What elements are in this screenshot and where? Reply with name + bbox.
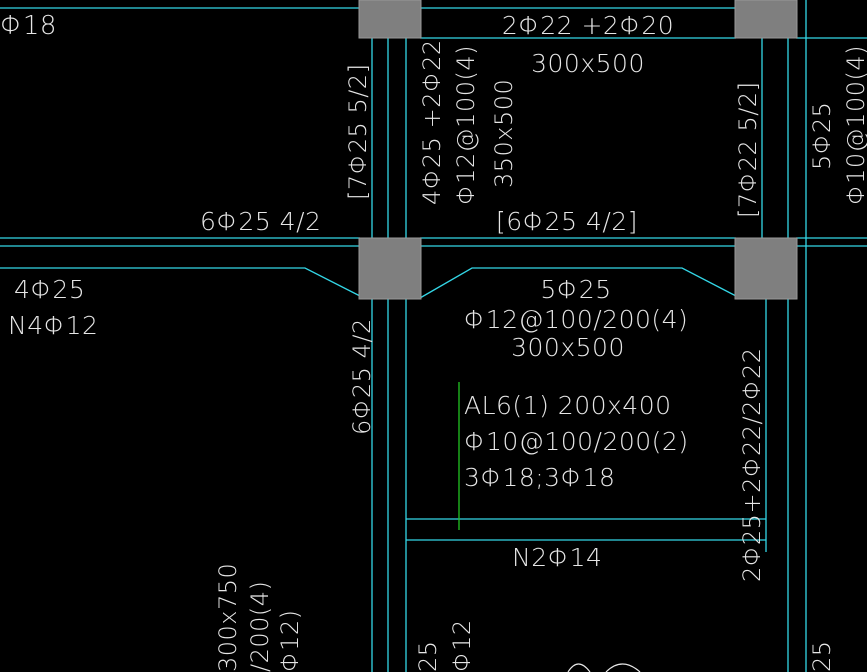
lower-beam-stirrup-label: /200(4) [246,581,274,672]
left-beam-torsion-label: N4Φ12 [8,311,98,340]
partial-mark-1 [567,663,591,672]
vertical-beam-size-label: 350x500 [490,79,518,188]
left-support-bracket-label: [7Φ25 5/2] [344,64,372,200]
vertical-left-bottom-reinforcement-label: 6Φ25 4/2 [348,318,376,435]
mid-beam-stirrup-label: Φ12@100/200(4) [464,305,689,334]
right-support-bracket-label: [7Φ22 5/2] [734,82,762,218]
al6-reinforcement-label: 3Φ18;3Φ18 [464,463,615,492]
vertical-beam-reinforcement-label: 4Φ25 +2Φ22 [418,39,446,205]
vertical-right-reinforcement-label: 2Φ25+2Φ22/2Φ22 [738,347,766,582]
far-right-reinforcement-label: 5Φ25 [808,102,836,170]
mid-beam-reinforcement-label: 5Φ25 [540,275,611,304]
bottom-partial-label-3: 25 [808,640,836,672]
annotation-text: Φ18 2Φ22 +2Φ20 300x500 [7Φ25 5/2] 4Φ25 +… [0,11,867,672]
al6-stirrup-label: Φ10@100/200(2) [464,427,689,456]
columns [358,0,798,300]
top-left-partial-label: Φ18 [0,11,57,41]
mid-left-bottom-reinforcement-label: 6Φ25 4/2 [200,207,321,236]
lower-beam-size-label: 300x750 [214,563,242,672]
left-beam-reinforcement-label: 4Φ25 [14,275,85,304]
mid-beam-size-label: 300x500 [511,333,625,362]
top-beam-reinforcement-label: 2Φ22 +2Φ20 [502,11,674,40]
vertical-beam-stirrup-label: Φ12@100(4) [452,45,480,205]
bottom-partial-label-2: Φ12 [448,619,476,672]
column-top-right[interactable] [734,0,798,39]
far-right-stirrup-label: Φ10@100(4) [842,45,867,205]
column-mid-left[interactable] [358,237,422,300]
partial-mark-2 [605,663,641,672]
column-top-left[interactable] [358,0,422,39]
top-beam-size-label: 300x500 [531,49,645,78]
mid-support-bracket-label: [6Φ25 4/2] [496,207,638,236]
column-mid-right[interactable] [734,237,798,300]
al6-beam-name-label: AL6(1) 200x400 [464,391,672,420]
torsion-bar-label: N2Φ14 [512,543,602,572]
lower-beam-extra-label: Φ12) [276,609,304,672]
bottom-partial-label-1: 25 [414,640,442,672]
